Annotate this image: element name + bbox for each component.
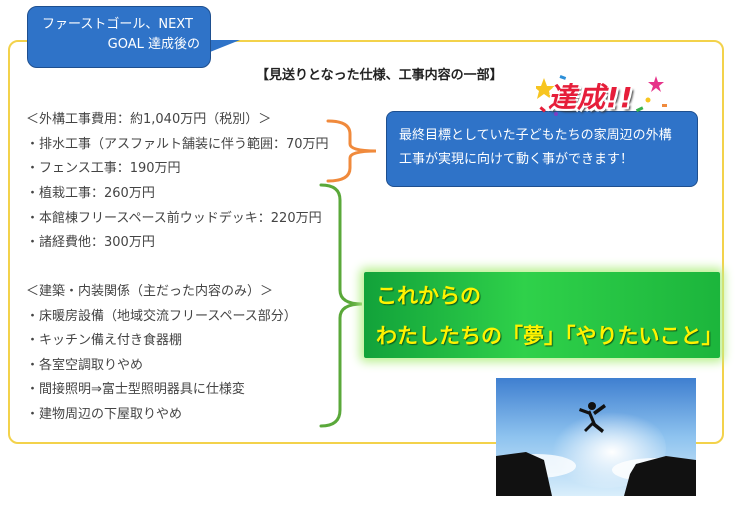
green-brace [319,183,363,428]
list-item: ＜建築・内装関係（主だった内容のみ）＞ [26,284,274,299]
building-interior-list: ＜建築・内装関係（主だった内容のみ）＞ ・床暖房設備（地域交流フリースペース部分… [26,280,297,427]
confetti-stars-icon [536,75,667,116]
orange-brace [326,119,377,183]
list-item: ・フェンス工事：190万円 [26,161,181,176]
list-item: ・間接照明⇒富士型照明器具に仕様変 [26,382,245,397]
list-item: ・本館棟フリースペース前ウッドデッキ：220万円 [26,210,322,226]
exterior-cost-list-2: ・植栽工事：260万円 ・本館棟フリースペース前ウッドデッキ：220万円 ・諸経… [26,182,322,256]
callout-top-tail [210,40,240,52]
callout-right-line2: 工事が実現に向けて動く事ができます！ [399,152,634,167]
list-item: ・建物周辺の下屋取りやめ [26,406,183,422]
callout-top: ファーストゴール、NEXT GOAL 達成後の [27,6,211,68]
dream-banner-line2: わたしたちの「夢」「やりたいこと」 [376,324,723,348]
list-item: ＜外構工事費用：約1,040万円（税別）＞ [26,112,272,127]
dream-banner: これからの わたしたちの「夢」「やりたいこと」 [364,272,723,358]
person-jumping-cliff-photo [496,378,696,496]
list-item: ・植栽工事：260万円 [26,186,155,201]
section-heading: 【見送りとなった仕様、工事内容の一部】 [256,68,503,83]
content-panel [8,40,724,444]
callout-right-line1: 最終目標としていた子どもたちの家周辺の外構 [399,128,672,143]
exterior-cost-list: ＜外構工事費用：約1,040万円（税別）＞ ・排水工事（アスファルト舗装に伴う範… [26,108,329,182]
callout-top-line2: GOAL 達成後の [107,37,200,52]
list-item: ・各室空調取りやめ [26,357,144,373]
list-item: ・キッチン備え付き食器棚 [26,333,183,348]
callout-top-line1: ファーストゴール、NEXT [42,17,193,32]
list-item: ・床暖房設備（地域交流フリースペース部分） [26,308,297,324]
list-item: ・諸経費他：300万円 [26,235,155,250]
list-item: ・排水工事（アスファルト舗装に伴う範囲：70万円 [26,136,329,152]
dream-banner-line1: これからの [376,284,481,308]
achievement-badge: 達成!! [548,81,634,114]
callout-right: 最終目標としていた子どもたちの家周辺の外構 工事が実現に向けて動く事ができます！ [386,111,698,187]
